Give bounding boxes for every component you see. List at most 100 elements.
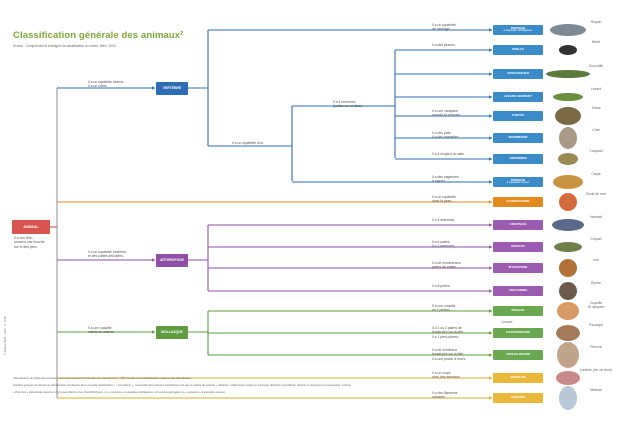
animal-label-14: Escargot — [589, 323, 603, 327]
arrow-head-icon — [489, 223, 492, 227]
leaf-node-5: MAMMIFÈRE — [493, 133, 543, 143]
vertebrate-limbs-note: Il a 4 membres (pattes ou/ et ailes). — [333, 100, 363, 109]
arrow-head-icon — [489, 48, 492, 52]
toad-icon — [558, 153, 578, 165]
animal-label-15: Pieuvre — [590, 345, 602, 349]
leaf-node-8-label: ÉCHINODERME — [506, 199, 530, 204]
leaf-note-1: Il a des plumes. — [432, 43, 456, 47]
animal-label-slug: Limace — [501, 320, 513, 324]
leaf-note-11: Il a de nombreuses paires de pattes. — [432, 261, 461, 270]
leaf-note-17: Il a des filaments urticants. — [432, 391, 458, 400]
leaf-node-7-sublabel: à squelette osseux — [506, 181, 530, 185]
snail-icon — [556, 325, 580, 341]
leaf-node-1-label: OISEAU — [512, 47, 524, 52]
group-node-2-label: MOLLUSQUE — [161, 329, 183, 334]
animal-label-12: Épeire — [591, 281, 601, 285]
leaf-node-5-label: MAMMIFÈRE — [508, 135, 528, 140]
leaf-note-8: Il a un squelette dans la peau. — [432, 195, 456, 204]
leaf-node-10-label: INSECTE — [511, 244, 525, 249]
blackbird-icon — [559, 45, 577, 55]
arrow-head-icon — [489, 180, 492, 184]
starfish-icon — [559, 193, 577, 211]
carp-icon — [553, 175, 583, 189]
source-line: Source : Comprendre et enseigner la clas… — [13, 44, 117, 48]
leaf-node-2: CROCODILIEN — [493, 69, 543, 79]
leaf-note-16: Il a un corps avec des anneaux. — [432, 371, 461, 380]
arrow-head-icon — [489, 396, 492, 400]
group-note-2: Il a une coquille, visible ou cachée. — [88, 326, 115, 335]
animal-label-13: Coquille St Jacques — [587, 301, 605, 310]
animal-label-0: Requin — [590, 20, 602, 24]
arrow-head-icon — [489, 72, 492, 76]
octopus-icon — [557, 342, 579, 368]
lizard-icon — [553, 93, 583, 101]
spider-icon — [559, 282, 577, 300]
credit-line: © Éditions Belin – 2015 · N° 2006 — [4, 316, 7, 355]
animal-label-7: Carpe — [591, 172, 601, 176]
leaf-note-5: Il a des poils. Il a des mamelles. — [432, 131, 460, 140]
leaf-node-11: MYRIAPODE — [493, 263, 543, 273]
arrow-head-icon — [489, 353, 492, 357]
footer-line-2: Certains groupes de l'ancienne classific… — [13, 384, 352, 387]
animal-label-4: Tortue — [591, 106, 601, 110]
leaf-node-6: AMPHIBIEN — [493, 154, 543, 164]
leaf-node-17: CNIDAIRE — [493, 393, 543, 403]
animal-label-8: Étoile de mer — [586, 192, 606, 196]
group-node-0-label: VERTÉBRÉ — [162, 85, 182, 90]
leaf-node-9-label: CRUSTACÉ — [509, 222, 527, 227]
group-node-2: MOLLUSQUE — [156, 326, 188, 339]
animal-label-1: Merle — [591, 40, 601, 44]
leaf-node-12: ARACHNIDE — [493, 286, 543, 296]
footer-line-3: « Poissons » (désormais réparti en 2 gro… — [13, 391, 226, 394]
leaf-node-11-label: MYRIAPODE — [508, 265, 528, 270]
leaf-node-14-label: GASTÉROPODE — [505, 330, 531, 335]
cricket-icon — [554, 242, 582, 252]
animal-label-17: Méduse — [589, 388, 603, 392]
group-note-1: Il a un squelette extérieur et des patte… — [88, 250, 127, 259]
arrow-head-icon — [489, 157, 492, 161]
leaf-note-12: Il a 8 pattes. — [432, 284, 451, 288]
arrow-head-icon — [489, 200, 492, 204]
group-node-1-label: ARTHROPODE — [159, 257, 185, 262]
animal-label-16: Lombric (ver de terre) — [579, 368, 613, 372]
leaf-node-3: LÉZARD-SERPENT — [493, 92, 543, 102]
arrow-head-icon — [489, 266, 492, 270]
vertebrate-bone-note: Il a un squelette d'os. — [232, 141, 264, 145]
arrow-head-icon — [152, 330, 155, 334]
leaf-node-0-sublabel: à squelette cartilagineux — [503, 29, 533, 33]
group-note-0: Il a un squelette interne. Il a un crâne… — [88, 80, 125, 89]
leaf-node-10: INSECTE — [493, 242, 543, 252]
leaf-node-0-label: POISSON — [510, 25, 526, 30]
arrow-head-icon — [489, 245, 492, 249]
leaf-note-13: Il a une coquille en 2 parties. — [432, 304, 456, 313]
leaf-note-7: Il a des nageoires à rayons. — [432, 175, 459, 184]
animal-label-5: Chat — [592, 128, 600, 132]
leaf-node-13: BIVALVE — [493, 306, 543, 316]
leaf-node-12-label: ARACHNIDE — [508, 288, 528, 293]
arrow-head-icon — [489, 28, 492, 32]
leaf-node-3-label: LÉZARD-SERPENT — [503, 94, 533, 99]
page-title: Classification générale des animaux² — [13, 30, 184, 41]
leaf-note-14: Il a 1 ou 2 paires de tentacules sur la … — [432, 326, 465, 339]
leaf-node-9: CRUSTACÉ — [493, 220, 543, 230]
leaf-node-17-label: CNIDAIRE — [510, 395, 526, 400]
leaf-node-13-label: BIVALVE — [511, 308, 525, 313]
arrow-head-icon — [489, 136, 492, 140]
arrow-head-icon — [489, 309, 492, 313]
scallop-icon — [557, 302, 579, 320]
animal-label-9: Homard — [589, 215, 603, 219]
crocodile-icon — [546, 70, 590, 78]
leaf-node-1: OISEAU — [493, 45, 543, 55]
leaf-note-10: Il a 6 pattes. Il a 2 antennes. — [432, 240, 456, 249]
animal-label-3: Lézard — [590, 87, 602, 91]
arrow-head-icon — [152, 258, 155, 262]
leaf-note-9: Il a 4 antennes. — [432, 218, 456, 222]
lobster-icon — [552, 219, 584, 231]
leaf-note-6: Il a 4 doigts à la main. — [432, 152, 465, 156]
leaf-node-15-label: CÉPHALOPODE — [506, 352, 530, 357]
animal-label-11: Iule — [593, 258, 599, 262]
leaf-node-14: GASTÉROPODE — [493, 328, 543, 338]
footer-line-1: Classification simplifiée des animaux, p… — [13, 377, 192, 380]
